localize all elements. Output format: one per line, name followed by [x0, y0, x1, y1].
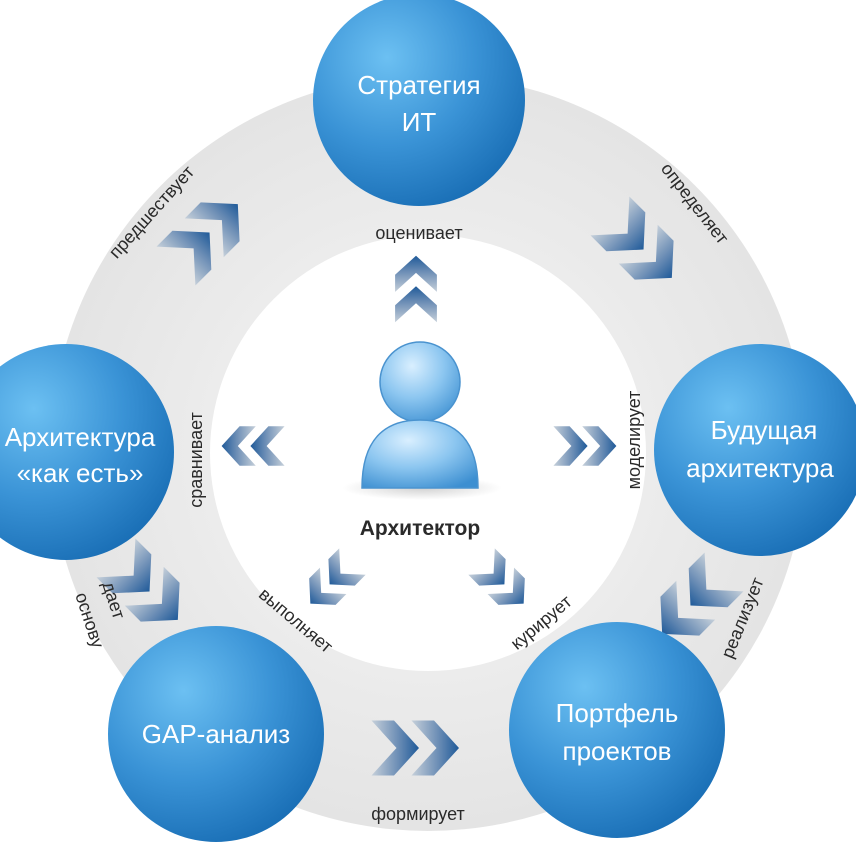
node-gap: GAP-анализ — [108, 626, 324, 842]
node-future: Будущая архитектура — [654, 344, 856, 556]
node-as-is-line-2: «как есть» — [17, 458, 144, 488]
node-strategy: Стратегия ИТ — [313, 0, 525, 206]
user-icon — [342, 341, 502, 500]
node-as-is-line-1: Архитектура — [5, 422, 156, 452]
node-strategy-line-1: Стратегия — [357, 70, 480, 100]
node-portfolio-line-2: проектов — [562, 736, 671, 766]
node-future-line-2: архитектура — [686, 453, 834, 483]
edge-label-models: моделирует — [624, 391, 644, 490]
node-strategy-line-2: ИТ — [402, 107, 437, 137]
node-future-line-1: Будущая — [711, 415, 818, 445]
node-portfolio-line-1: Портфель — [556, 698, 679, 728]
edge-label-evaluates: оценивает — [375, 223, 462, 243]
edge-label-forms: формирует — [371, 804, 465, 824]
node-as-is: Архитектура «как есть» — [0, 344, 174, 560]
center-label: Архитектор — [360, 517, 480, 540]
edge-label-compares: сравнивает — [186, 412, 206, 508]
node-portfolio: Портфель проектов — [509, 622, 725, 838]
node-gap-line-1: GAP-анализ — [142, 719, 290, 749]
